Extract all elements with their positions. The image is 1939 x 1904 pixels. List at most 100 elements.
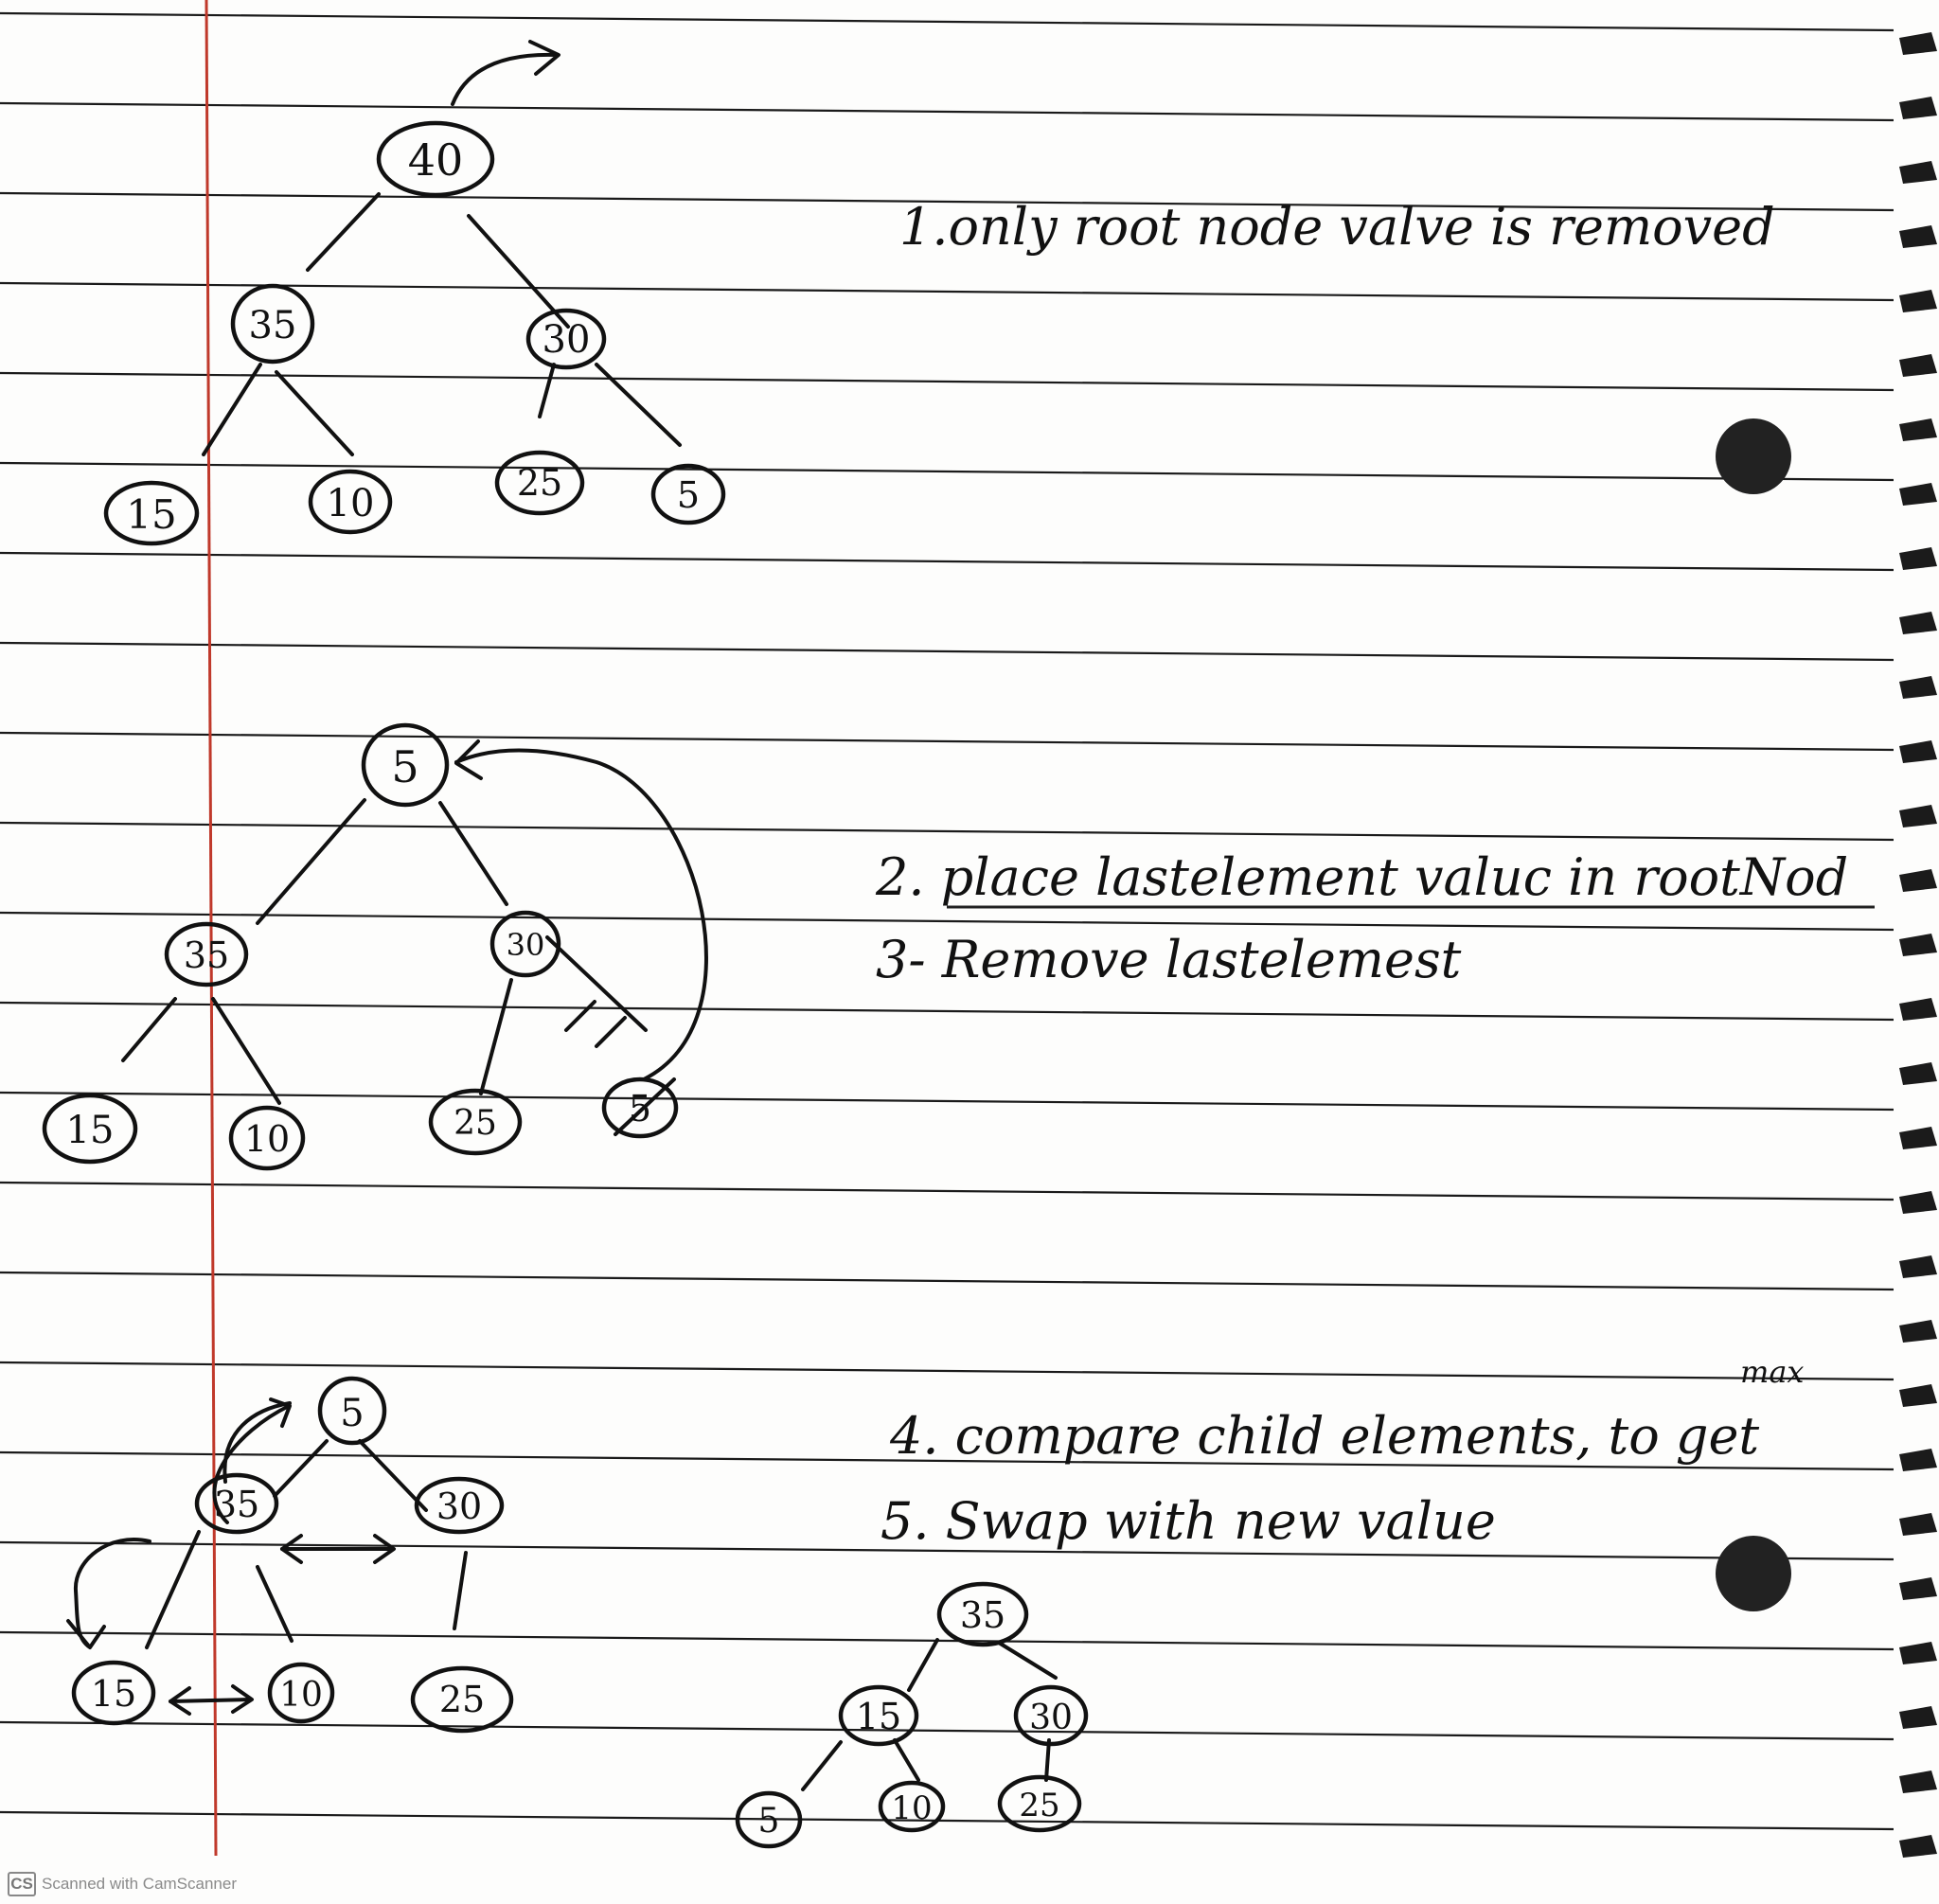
ruled-line [0, 1091, 1895, 1112]
ruled-line [0, 1181, 1895, 1201]
tree-node: 15 [71, 1660, 156, 1726]
svg-text:35: 35 [184, 934, 229, 976]
tree-node: 35 [164, 921, 249, 988]
ruled-line [0, 1361, 1895, 1381]
ruled-line [0, 461, 1895, 482]
tree-4-edges [801, 1638, 1058, 1791]
spiral-ring [1899, 1835, 1937, 1858]
ruled-line [0, 551, 1895, 572]
note-step-1: 1.only root node valve is removed [899, 197, 1775, 257]
svg-text:15: 15 [856, 1696, 901, 1737]
tree-node: 5 [361, 722, 450, 808]
svg-text:5: 5 [677, 474, 700, 516]
tree-node: 15 [103, 480, 200, 546]
ruled-line [0, 371, 1895, 392]
tree-1-nodes: 40 35 30 15 10 25 [103, 120, 726, 546]
svg-text:35: 35 [214, 1484, 259, 1525]
tree-node: 10 [308, 469, 393, 535]
tree-node: 5 [735, 1790, 803, 1849]
spiral-ring [1899, 32, 1937, 55]
ruled-lines [0, 11, 1895, 1831]
cross-out-mark [614, 1077, 676, 1136]
note-step-3: 3- Remove lastelemest [876, 930, 1462, 989]
spiral-ring [1899, 97, 1937, 119]
tree-node: 10 [228, 1105, 306, 1171]
watermark-text: Scanned with CamScanner [42, 1875, 238, 1893]
ruled-line [0, 641, 1895, 662]
note-step-5: 5. Swap with new value [881, 1491, 1496, 1551]
tree-node: 15 [42, 1093, 138, 1165]
ruled-line [0, 1810, 1895, 1831]
svg-text:25: 25 [439, 1679, 485, 1720]
tree-node: 30 [414, 1476, 505, 1535]
tree-node: 30 [489, 910, 561, 978]
svg-text:30: 30 [1029, 1699, 1073, 1737]
binder-hole [1716, 1536, 1791, 1611]
tree-node: 30 [1013, 1684, 1089, 1747]
svg-text:15: 15 [91, 1673, 136, 1715]
svg-text:15: 15 [126, 491, 176, 538]
note-step-4: 4. compare child elements, to get [889, 1406, 1759, 1466]
spiral-ring [1899, 869, 1937, 892]
svg-text:5: 5 [758, 1802, 780, 1841]
spiral-binding [1899, 32, 1937, 1858]
spiral-ring [1899, 1513, 1937, 1536]
svg-text:30: 30 [507, 927, 545, 963]
spiral-ring [1899, 1642, 1937, 1664]
camscanner-logo: CS [8, 1872, 36, 1896]
svg-text:5: 5 [391, 741, 418, 792]
ruled-line [0, 191, 1895, 212]
ruled-line [0, 1540, 1895, 1561]
tree-1-edges [202, 40, 682, 456]
tree-node: 15 [838, 1684, 919, 1747]
tree-node: 25 [494, 450, 585, 516]
ruled-line [0, 731, 1895, 752]
svg-text:10: 10 [279, 1676, 323, 1715]
svg-text:40: 40 [408, 134, 464, 186]
tree-node: 10 [878, 1780, 946, 1833]
ruled-line [0, 911, 1895, 932]
tree-node: 30 [525, 308, 607, 370]
tree-node: 5 [317, 1376, 387, 1446]
spiral-ring [1899, 161, 1937, 184]
spiral-ring [1899, 1320, 1937, 1343]
tree-node: 25 [410, 1665, 514, 1734]
spiral-ring [1899, 1771, 1937, 1793]
svg-text:25: 25 [1019, 1787, 1059, 1824]
tree-node: 40 [376, 120, 495, 198]
tree-3-edges [66, 1397, 468, 1716]
spiral-ring [1899, 1191, 1937, 1214]
tree-node: 25 [428, 1088, 523, 1156]
notes: 1.only root node valve is removed 2. pla… [875, 197, 1875, 1551]
svg-text:25: 25 [454, 1104, 497, 1143]
ruled-line [0, 1630, 1895, 1651]
note-max: max [1740, 1354, 1804, 1390]
svg-text:10: 10 [244, 1118, 290, 1160]
svg-text:10: 10 [327, 482, 375, 525]
spiral-ring [1899, 1127, 1937, 1149]
tree-node: 5 [650, 463, 726, 525]
margin-line [205, 0, 218, 1857]
spiral-ring [1899, 547, 1937, 570]
spiral-ring [1899, 290, 1937, 312]
spiral-ring [1899, 225, 1937, 248]
tree-3-nodes: 5 35 30 15 10 25 [71, 1376, 514, 1734]
tree-node: 35 [936, 1581, 1029, 1647]
spiral-ring [1899, 418, 1937, 441]
tree-node: 10 [267, 1662, 335, 1724]
tree-2-edges [121, 739, 708, 1105]
tree-node: 35 [230, 283, 315, 365]
spiral-ring [1899, 740, 1937, 763]
spiral-ring [1899, 1577, 1937, 1600]
ruled-line [0, 821, 1895, 842]
tree-node: 35 [194, 1472, 279, 1535]
spiral-ring [1899, 1706, 1937, 1729]
svg-text:35: 35 [960, 1594, 1005, 1636]
binder-hole [1716, 418, 1791, 494]
svg-text:10: 10 [891, 1789, 932, 1827]
svg-text:5: 5 [340, 1392, 364, 1435]
ruled-line [0, 1720, 1895, 1741]
ruled-line [0, 281, 1895, 302]
